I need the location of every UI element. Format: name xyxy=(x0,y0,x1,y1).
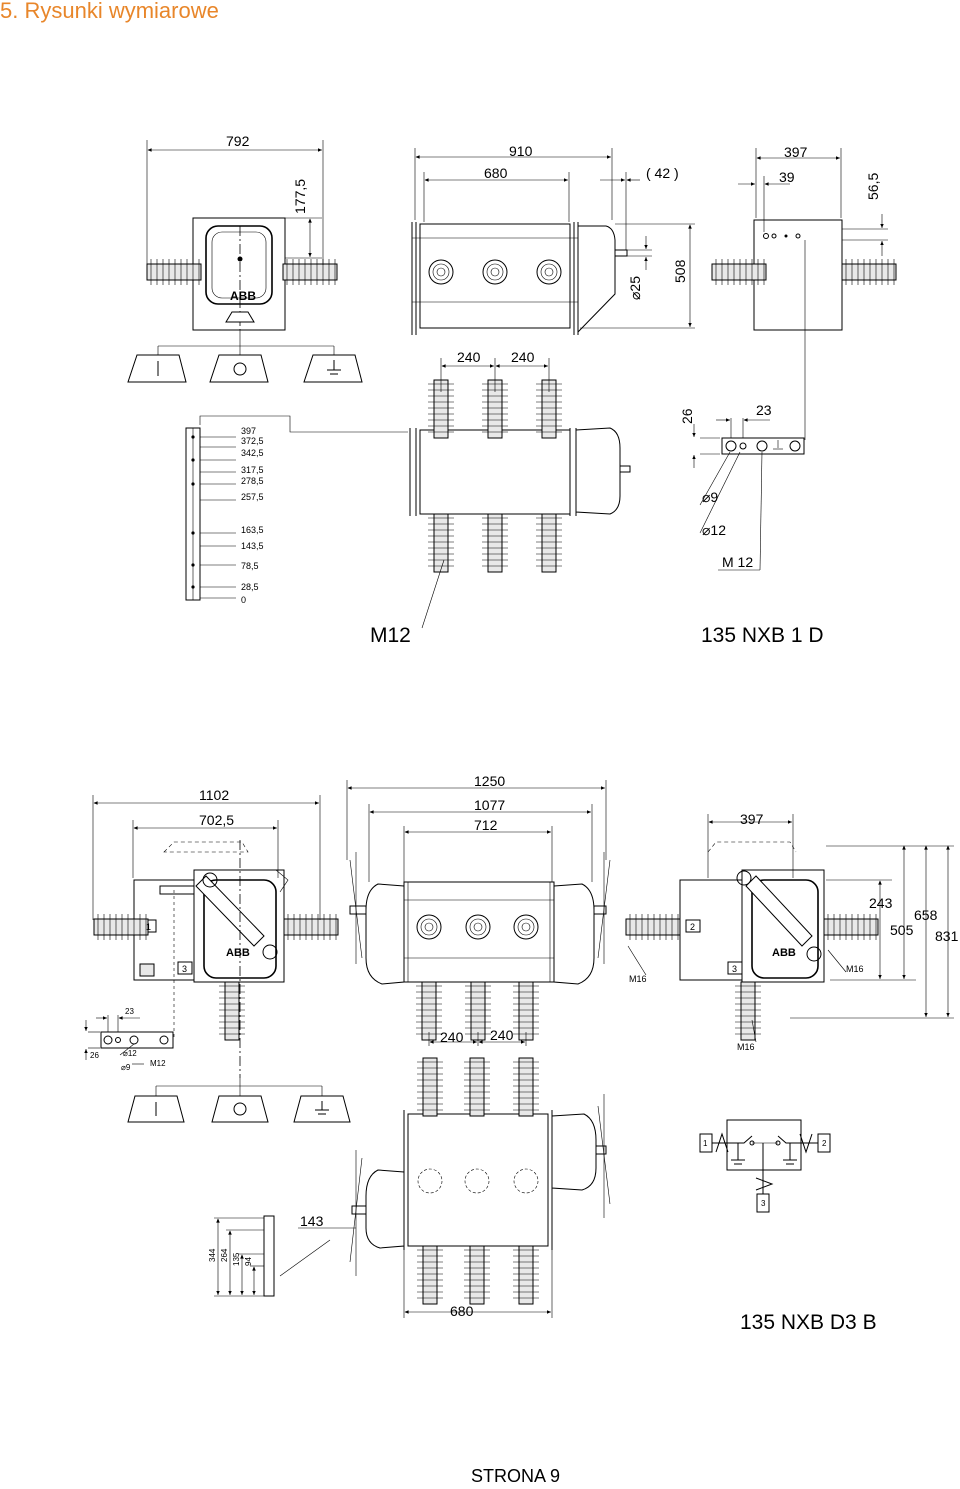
dim-42: ( 42 ) xyxy=(646,165,679,181)
dim-1077: 1077 xyxy=(474,797,505,813)
scale-163-5: 163,5 xyxy=(241,525,264,535)
dim-1250: 1250 xyxy=(474,773,505,789)
fig1-front-view xyxy=(127,140,363,383)
scale-372-5: 372,5 xyxy=(241,436,264,446)
fig2-terminal-bar xyxy=(84,1015,174,1065)
fig2-dim-680: 680 xyxy=(450,1303,474,1319)
scale-317-5: 317,5 xyxy=(241,465,264,475)
fig2-abb-logo: ABB xyxy=(226,947,250,959)
dim-243: 243 xyxy=(869,895,893,911)
dim-344: 344 xyxy=(208,1248,217,1262)
fig2-dim-240-b: 240 xyxy=(490,1027,514,1043)
dim-56-5: 56,5 xyxy=(865,173,881,200)
scale-0: 0 xyxy=(241,595,246,605)
fig2-dim-26: 26 xyxy=(90,1051,99,1060)
callout-m12: M12 xyxy=(370,624,411,647)
fig2-top-view xyxy=(214,1057,611,1318)
fig2-dim-m12: M12 xyxy=(150,1059,166,1068)
dim-m12: M 12 xyxy=(722,554,753,570)
fig2-front-marker-1: 1 xyxy=(146,922,151,932)
label-m16-a: M16 xyxy=(629,974,647,984)
fig2-right-abb-logo: ABB xyxy=(772,947,796,959)
dim-240-a: 240 xyxy=(457,349,481,365)
fig1-mounting-scale xyxy=(185,415,408,601)
model-135-nxb-1-d: 135 NXB 1 D xyxy=(701,624,824,647)
label-m16-b: M16 xyxy=(846,964,864,974)
scale-143-5: 143,5 xyxy=(241,541,264,551)
fig2-dim-d9: ⌀9 xyxy=(121,1063,131,1072)
label-m16-c: M16 xyxy=(737,1042,755,1052)
switch-schematic xyxy=(699,1119,831,1213)
fig1-right-view xyxy=(711,148,897,440)
dim-910: 910 xyxy=(509,143,533,159)
dim-792: 792 xyxy=(226,133,250,149)
dim-240-b: 240 xyxy=(511,349,535,365)
scale-278-5: 278,5 xyxy=(241,476,264,486)
schematic-terminal-1: 1 xyxy=(703,1139,708,1148)
page-number: STRONA 9 xyxy=(471,1466,561,1486)
fig2-side-view xyxy=(346,780,611,1046)
fig2-dim-23: 23 xyxy=(125,1007,134,1016)
scale-397: 397 xyxy=(241,426,256,436)
dim-658: 658 xyxy=(914,907,938,923)
dim-d12: ⌀12 xyxy=(702,522,726,538)
model-135-nxb-d3-b: 135 NXB D3 B xyxy=(740,1311,877,1334)
dim-177-5: 177,5 xyxy=(292,179,308,214)
fig2-dim-397: 397 xyxy=(740,811,764,827)
scale-257-5: 257,5 xyxy=(241,492,264,502)
scale-28-5: 28,5 xyxy=(241,582,259,592)
fig2-dim-d12: ⌀12 xyxy=(123,1049,137,1058)
dim-508: 508 xyxy=(672,259,688,283)
dim-680: 680 xyxy=(484,165,508,181)
dim-397: 397 xyxy=(784,144,808,160)
fig2-dim-240-a: 240 xyxy=(440,1029,464,1045)
dim-702-5: 702,5 xyxy=(199,812,234,828)
fig2-right-view xyxy=(625,814,954,1043)
abb-logo: ABB xyxy=(230,289,256,303)
dim-831: 831 xyxy=(935,928,959,944)
dim-26: 26 xyxy=(679,408,695,424)
fig2-right-marker-3: 3 xyxy=(732,964,737,974)
dim-1102: 1102 xyxy=(199,787,229,803)
dim-d25: ⌀25 xyxy=(627,276,643,300)
fig2-front-view xyxy=(92,795,351,1123)
dim-94: 94 xyxy=(244,1257,253,1266)
scale-78-5: 78,5 xyxy=(241,561,259,571)
page-title: 5. Rysunki wymiarowe xyxy=(0,0,219,23)
fig1-side-view xyxy=(411,148,695,335)
fig1-top-view xyxy=(409,358,631,629)
fig2-right-marker-2: 2 xyxy=(690,922,695,932)
dim-143: 143 xyxy=(300,1213,324,1229)
dim-23: 23 xyxy=(756,402,772,418)
schematic-terminal-2: 2 xyxy=(822,1139,827,1148)
dim-264: 264 xyxy=(220,1248,229,1262)
dim-39: 39 xyxy=(779,169,795,185)
dim-505: 505 xyxy=(890,922,914,938)
schematic-terminal-3: 3 xyxy=(761,1199,766,1208)
dim-d9: ⌀9 xyxy=(702,489,718,505)
fig2-front-marker-3: 3 xyxy=(182,964,187,974)
scale-342-5: 342,5 xyxy=(241,448,264,458)
fig1-terminal-bar xyxy=(692,418,805,571)
dim-135: 135 xyxy=(232,1252,241,1266)
dim-712: 712 xyxy=(474,817,498,833)
